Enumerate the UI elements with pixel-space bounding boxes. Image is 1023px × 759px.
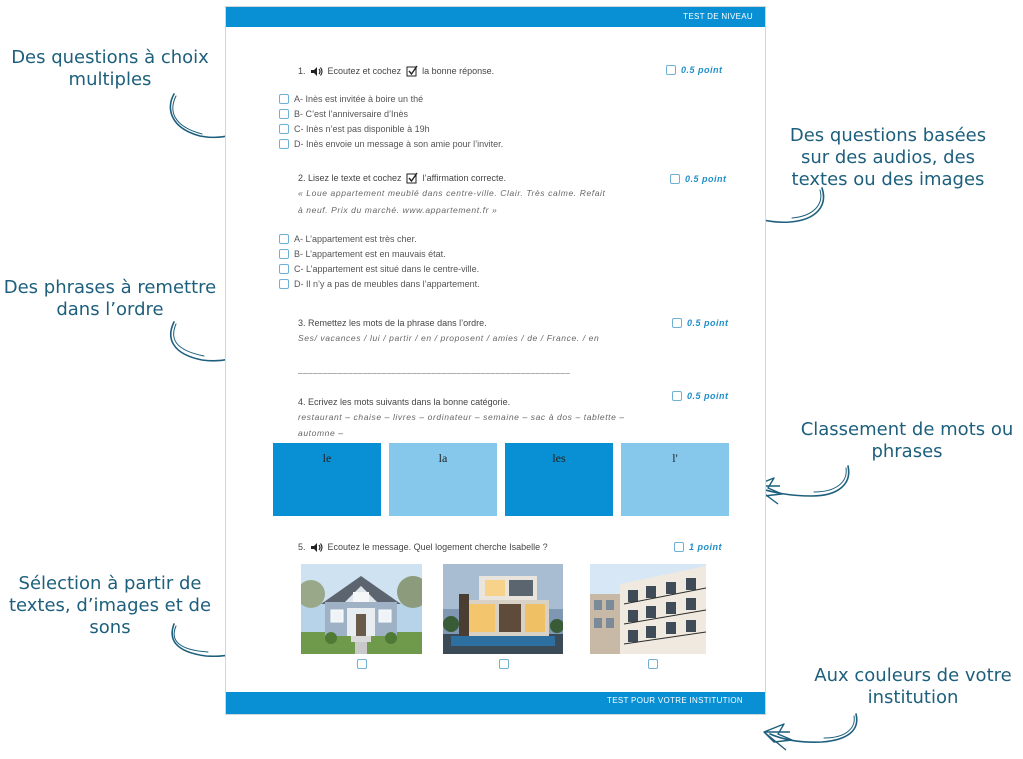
q3-words: Ses/ vacances / lui / partir / en / prop… [298, 333, 600, 343]
q1-prompt: 1. Ecoutez et cochez la bonne réponse. [298, 65, 494, 77]
q1-option[interactable]: B- C’est l’anniversaire d’Inès [279, 109, 408, 119]
category-label: l' [672, 451, 678, 465]
q2-text: à neuf. Prix du marché. www.appartement.… [298, 205, 498, 215]
q2-option-label: B- L’appartement est en mauvais état. [294, 249, 446, 259]
category-box-les[interactable]: les [505, 443, 613, 516]
q5-prompt: 5. Ecoutez le message. Quel logement che… [298, 542, 548, 553]
q2-option[interactable]: A- L’appartement est très cher. [279, 234, 417, 244]
callout-media: Des questions basées sur des audios, des… [789, 125, 987, 190]
callout-classify: Classement de mots ou phrases [800, 419, 1014, 462]
checkbox-icon[interactable] [279, 139, 289, 149]
q1-option[interactable]: A- Inès est invitée à boire un thé [279, 94, 423, 104]
sheet-header-title: TEST DE NIVEAU [683, 12, 753, 21]
category-box-l-apostrophe[interactable]: l' [621, 443, 729, 516]
sheet-footer-title: TEST POUR VOTRE INSTITUTION [607, 696, 743, 705]
q2-option[interactable]: C- L’appartement est situé dans le centr… [279, 264, 479, 274]
apartment-photo[interactable] [590, 564, 706, 654]
q1-option[interactable]: D- Inès envoie un message à son amie pou… [279, 139, 503, 149]
q1-option-label: A- Inès est invitée à boire un thé [294, 94, 424, 104]
category-label: les [552, 451, 566, 465]
callout-select: Sélection à partir de textes, d’images e… [8, 573, 212, 638]
q2-prompt-before: 2. Lisez le texte et cochez [298, 173, 402, 183]
q1-option-label: D- Inès envoie un message à son amie pou… [294, 139, 504, 149]
checkbox-icon[interactable] [672, 318, 682, 328]
q5-prompt-text: Ecoutez le message. Quel logement cherch… [327, 542, 548, 552]
checkbox-icon[interactable] [279, 249, 289, 259]
checkbox-icon[interactable] [648, 659, 658, 669]
q5-number: 5. [298, 542, 306, 552]
test-sheet: TEST DE NIVEAU 1. Ecoutez et cochez la b… [225, 6, 766, 715]
q2-points-label: 0.5 point [685, 174, 727, 184]
q4-prompt: 4. Ecrivez les mots suivants dans la bon… [298, 397, 511, 407]
house-photo[interactable] [301, 564, 422, 654]
checkbox-icon[interactable] [279, 124, 289, 134]
checkbox-icon[interactable] [666, 65, 676, 75]
q2-option[interactable]: D- Il n’y a pas de meubles dans l’appart… [279, 279, 480, 289]
checked-box-icon [406, 172, 418, 184]
q1-option-label: C- Inès n’est pas disponible à 19h [294, 124, 430, 134]
checkbox-icon[interactable] [279, 234, 289, 244]
speaker-icon[interactable] [310, 542, 323, 553]
checkbox-icon[interactable] [670, 174, 680, 184]
q1-option[interactable]: C- Inès n’est pas disponible à 19h [279, 124, 430, 134]
q1-prompt-before: Ecoutez et cochez [327, 66, 402, 76]
q2-points[interactable]: 0.5 point [670, 174, 727, 184]
checkbox-icon[interactable] [279, 264, 289, 274]
checkbox-icon[interactable] [279, 279, 289, 289]
q2-option[interactable]: B- L’appartement est en mauvais état. [279, 249, 446, 259]
q2-prompt: 2. Lisez le texte et cochez l’affirmatio… [298, 172, 506, 184]
q2-option-label: D- Il n’y a pas de meubles dans l’appart… [294, 279, 480, 289]
callout-order: Des phrases à remettre dans l’ordre [3, 277, 217, 320]
category-label: le [322, 451, 332, 465]
sheet-header-bar: TEST DE NIVEAU [226, 7, 765, 27]
scribble-arrow-icon [763, 713, 858, 751]
q2-text: « Loue appartement meublé dans centre-vi… [298, 188, 606, 198]
callout-colors: Aux couleurs de votre institution [814, 665, 1012, 708]
q3-prompt: 3. Remettez les mots de la phrase dans l… [298, 318, 487, 328]
q4-words: automne – [298, 428, 344, 438]
q1-number: 1. [298, 66, 306, 76]
q2-prompt-after: l’affirmation correcte. [422, 173, 506, 183]
checkbox-icon[interactable] [672, 391, 682, 401]
checkbox-icon[interactable] [279, 109, 289, 119]
q4-words: restaurant – chaise – livres – ordinateu… [298, 412, 625, 422]
category-label: la [438, 451, 448, 465]
callout-mcq: Des questions à choix multiples [11, 47, 209, 90]
q5-points[interactable]: 1 point [674, 542, 722, 552]
q4-points-label: 0.5 point [687, 391, 729, 401]
speaker-icon[interactable] [310, 66, 323, 77]
checked-box-icon [406, 65, 418, 77]
q1-prompt-after: la bonne réponse. [422, 66, 495, 76]
checkbox-icon[interactable] [674, 542, 684, 552]
q3-points[interactable]: 0.5 point [672, 318, 729, 328]
q2-option-label: C- L’appartement est situé dans le centr… [294, 264, 480, 274]
checkbox-icon[interactable] [279, 94, 289, 104]
q1-points-label: 0.5 point [681, 65, 723, 75]
q3-answer-line[interactable]: ________________________________________… [298, 365, 571, 374]
category-box-le[interactable]: le [273, 443, 381, 516]
category-box-la[interactable]: la [389, 443, 497, 516]
q4-points[interactable]: 0.5 point [672, 391, 729, 401]
q1-option-label: B- C’est l’anniversaire d’Inès [294, 109, 409, 119]
checkbox-icon[interactable] [499, 659, 509, 669]
sheet-footer-bar: TEST POUR VOTRE INSTITUTION [226, 692, 765, 714]
checkbox-icon[interactable] [357, 659, 367, 669]
villa-photo[interactable] [443, 564, 563, 654]
q2-option-label: A- L’appartement est très cher. [294, 234, 417, 244]
q3-points-label: 0.5 point [687, 318, 729, 328]
q1-points[interactable]: 0.5 point [666, 65, 723, 75]
q5-points-label: 1 point [689, 542, 722, 552]
